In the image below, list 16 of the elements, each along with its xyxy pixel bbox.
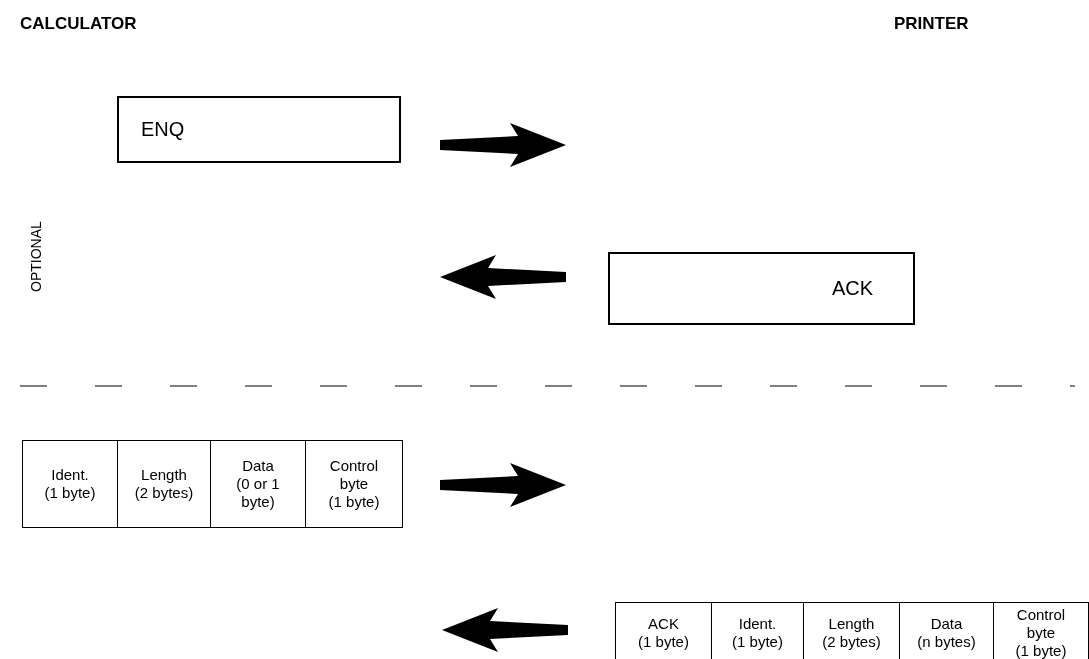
packet-frame [22, 440, 403, 528]
packet-field: Length (2 bytes) [804, 603, 900, 659]
message-box: ACK [608, 252, 915, 325]
column-heading: CALCULATOR [20, 14, 137, 34]
message-box: ENQ [117, 96, 401, 163]
packet-field: Ident. (1 byte) [23, 441, 118, 527]
packet-field: Control byte (1 byte) [306, 441, 402, 527]
side-label: OPTIONAL [28, 221, 44, 292]
packet-field: ACK (1 byte) [616, 603, 712, 659]
packet-field: Data (0 or 1 byte) [211, 441, 306, 527]
packet-frame [615, 602, 1089, 659]
packet-field: Control byte (1 byte) [994, 603, 1088, 659]
packet-field: Ident. (1 byte) [712, 603, 804, 659]
packet-field: Data (n bytes) [900, 603, 994, 659]
packet-field: Length (2 bytes) [118, 441, 211, 527]
column-heading: PRINTER [894, 14, 969, 34]
